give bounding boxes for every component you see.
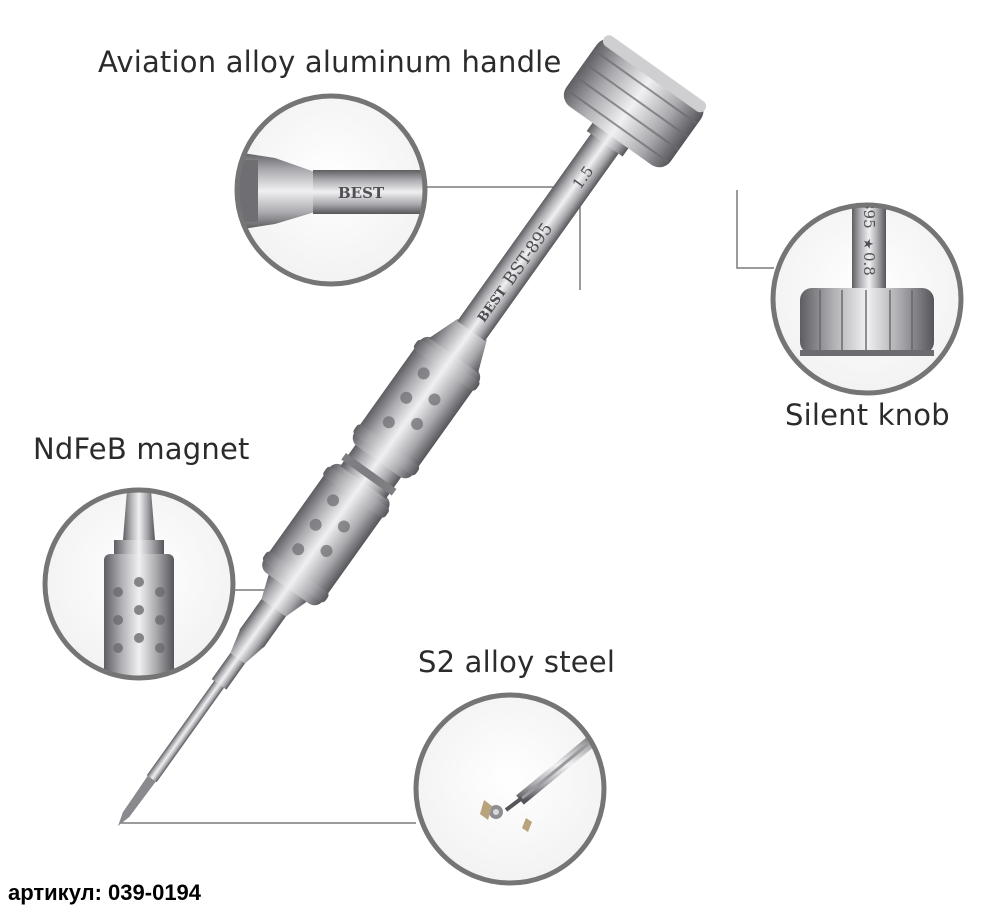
sku-article-number: артикул: 039-0194 — [8, 880, 202, 905]
upper-shaft — [457, 132, 620, 341]
bit-shaft — [146, 679, 226, 783]
detail-knob-model: 895 — [860, 200, 878, 229]
detail-circle-magnet — [42, 487, 236, 681]
detail-brand-engraving: BEST — [338, 184, 385, 202]
screwdriver: BEST BST-895 1.5 — [118, 35, 707, 826]
detail-knob-size: 0.8 — [860, 252, 878, 276]
label-s2-alloy-steel: S2 alloy steel — [418, 645, 616, 679]
label-aviation-handle: Aviation alloy aluminum handle — [98, 45, 562, 79]
callout-line-knob — [736, 190, 774, 269]
silent-knob — [563, 38, 704, 168]
detail-circle-knob: 895 ★ 0.8 — [770, 200, 964, 396]
screwdriver-tip — [118, 774, 157, 826]
detail-circle-handle: BEST — [234, 93, 428, 287]
label-ndfeb-magnet: NdFeB magnet — [33, 432, 250, 466]
label-silent-knob: Silent knob — [785, 398, 950, 432]
grip-dimples — [292, 367, 441, 557]
detail-knob-star-icon: ★ — [860, 238, 875, 250]
detail-circle-steel — [413, 692, 607, 886]
